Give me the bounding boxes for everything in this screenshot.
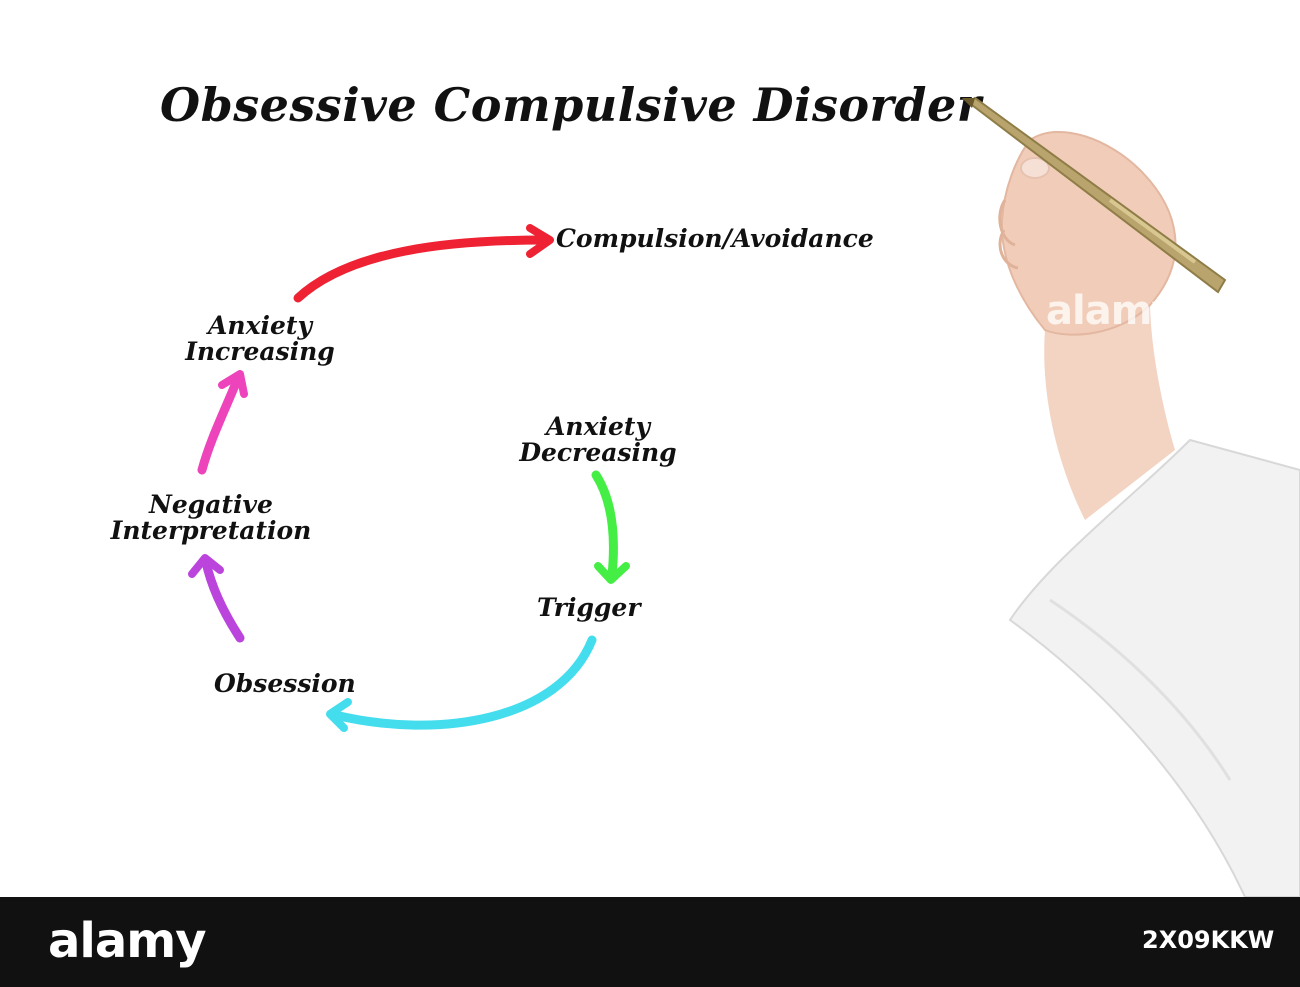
node-label: Trigger bbox=[537, 593, 641, 622]
node-label: Obsession bbox=[214, 669, 356, 698]
node-trigger: Trigger bbox=[537, 595, 641, 621]
arrow-pink bbox=[197, 373, 243, 475]
pen-tip bbox=[962, 98, 975, 108]
image-code: 2X09KKW bbox=[1142, 926, 1275, 954]
node-compulsion-avoidance: Compulsion/Avoidance bbox=[556, 226, 874, 252]
white-sleeve bbox=[1008, 438, 1300, 898]
node-label-line-1: Negative bbox=[149, 490, 273, 519]
node-label-line-2: Decreasing bbox=[519, 438, 677, 467]
arrow-cyan-head bbox=[326, 698, 352, 732]
pen-clip bbox=[1108, 198, 1197, 264]
forearm bbox=[1044, 300, 1175, 520]
footer-logo: alamy bbox=[48, 913, 207, 969]
arrow-purple-head bbox=[188, 554, 224, 578]
cycle-arrows bbox=[188, 224, 630, 732]
arrow-purple bbox=[201, 557, 245, 643]
arrow-red-head bbox=[526, 224, 554, 258]
arrow-green bbox=[591, 470, 618, 580]
node-label-line-2: Interpretation bbox=[110, 516, 312, 545]
node-label-line-1: Anxiety bbox=[208, 311, 312, 340]
node-negative-interpretation: Negative Interpretation bbox=[86, 492, 336, 544]
watermark: alamy bbox=[1046, 288, 1177, 334]
fingers bbox=[998, 199, 1019, 270]
arrow-pink-head bbox=[218, 370, 248, 398]
hand bbox=[1000, 131, 1177, 336]
fingernail bbox=[1020, 157, 1050, 179]
node-label-line-2: Increasing bbox=[185, 337, 335, 366]
node-obsession: Obsession bbox=[214, 671, 356, 697]
node-label: Compulsion/Avoidance bbox=[556, 224, 874, 253]
arrow-green-head bbox=[594, 562, 630, 584]
arrow-cyan bbox=[330, 635, 597, 730]
arrow-red bbox=[293, 235, 550, 303]
node-anxiety-decreasing: Anxiety Decreasing bbox=[498, 414, 698, 466]
diagram-title: Obsessive Compulsive Disorder bbox=[160, 78, 982, 132]
stock-footer-bar: alamy 2X09KKW bbox=[0, 897, 1300, 987]
node-label-line-1: Anxiety bbox=[546, 412, 650, 441]
sleeve-fold bbox=[1049, 598, 1232, 781]
hand-with-pen-illustration bbox=[962, 96, 1300, 898]
node-anxiety-increasing: Anxiety Increasing bbox=[160, 313, 360, 365]
